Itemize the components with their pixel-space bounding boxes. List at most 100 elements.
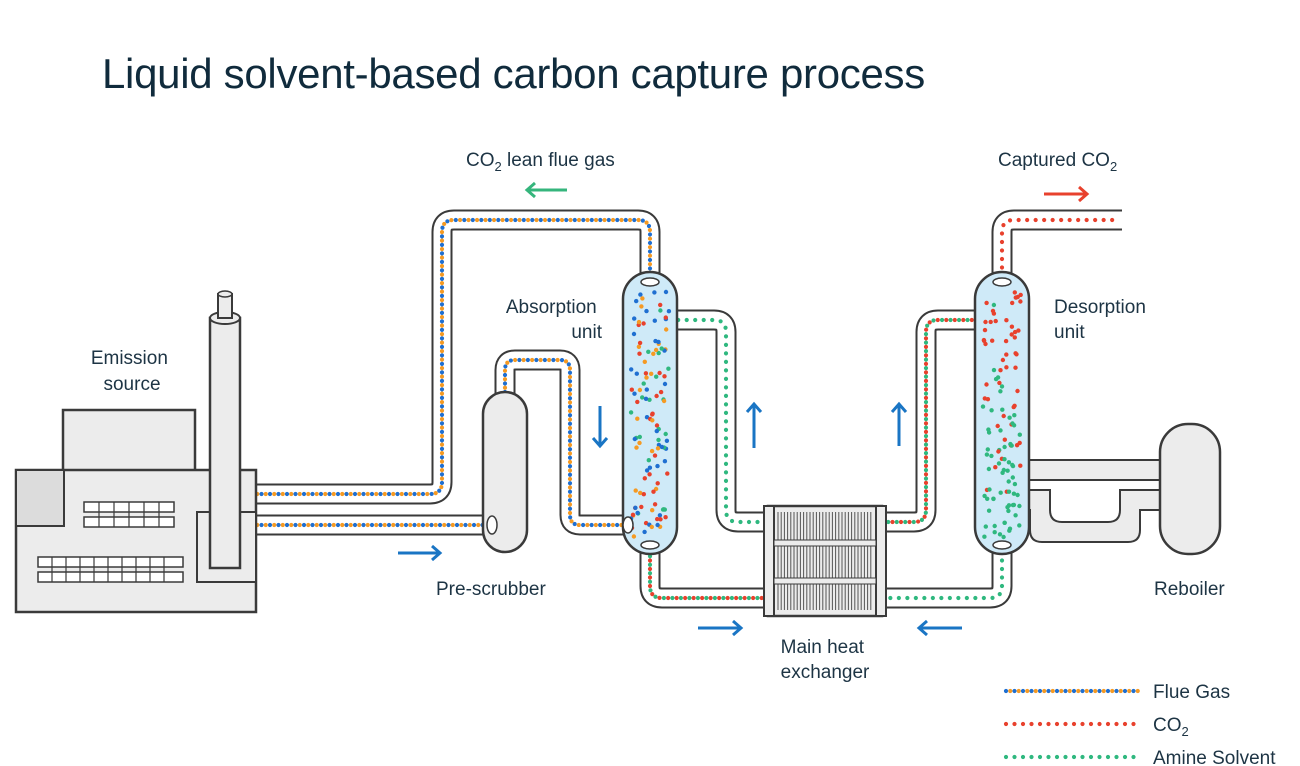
particle (987, 487, 992, 492)
particle (1006, 479, 1011, 484)
particle (997, 532, 1003, 537)
particle (644, 375, 649, 380)
particle (1011, 502, 1017, 508)
particle (638, 292, 643, 297)
label-main-heat-exchanger: Main heat exchanger (781, 637, 870, 683)
particle (651, 489, 656, 494)
particle (656, 339, 661, 345)
particle (1004, 365, 1009, 370)
legend-item-amine-solvent: Amine Solvent (1003, 748, 1276, 766)
particle (657, 370, 662, 376)
particle (1001, 534, 1006, 540)
label-desorption-unit: Desorption unit (1054, 297, 1151, 343)
particle (655, 463, 660, 469)
particle (660, 507, 666, 512)
particle (641, 321, 646, 326)
particle (985, 447, 990, 452)
particle (1002, 444, 1007, 450)
particle (998, 428, 1003, 433)
pipes (232, 209, 1171, 609)
particle (652, 502, 658, 507)
particle (646, 349, 651, 354)
particle (658, 302, 663, 308)
particle (641, 381, 646, 386)
particle (1012, 413, 1017, 418)
particle (996, 461, 1002, 466)
to-exchanger-right-arrow (698, 619, 744, 637)
particle (1002, 437, 1007, 442)
particle (983, 319, 988, 325)
particle (1006, 508, 1011, 514)
particle (656, 437, 661, 443)
particle (639, 504, 644, 510)
particle (646, 458, 651, 463)
particle (1001, 413, 1006, 419)
particle (1012, 481, 1018, 487)
particle (635, 510, 640, 516)
particle (662, 459, 668, 464)
particle (632, 436, 637, 442)
particle (991, 302, 997, 308)
particle (662, 374, 667, 379)
particle (986, 466, 992, 472)
particle (629, 367, 634, 372)
particle (635, 399, 640, 405)
particle (649, 371, 654, 376)
particle (652, 318, 657, 323)
particle (1012, 335, 1017, 340)
particle (993, 318, 998, 324)
particle (986, 508, 992, 513)
particle (983, 524, 988, 529)
particle (1000, 357, 1006, 363)
particle (653, 347, 659, 353)
particle (1004, 352, 1009, 357)
particle (655, 446, 661, 451)
particle (644, 308, 649, 314)
particle (1007, 528, 1012, 533)
flue-gas-to-prescrubber-arrow (398, 544, 443, 562)
particle (649, 448, 655, 454)
particle (998, 368, 1003, 373)
particle (982, 327, 988, 333)
particle (988, 319, 993, 325)
absorber-particles (628, 289, 672, 539)
particle (1000, 407, 1005, 412)
particle (1011, 491, 1017, 496)
particle (1014, 352, 1019, 357)
particle (640, 296, 645, 301)
particle (1013, 365, 1018, 370)
particle (644, 468, 650, 473)
particle (635, 416, 640, 421)
label-pre-scrubber: Pre-scrubber (436, 579, 546, 600)
pipe-lean-solvent-to-absorber (670, 309, 770, 533)
flow-arrows (398, 181, 1090, 637)
particle (658, 517, 663, 522)
particle (1006, 503, 1012, 508)
particle (665, 471, 670, 476)
label-reboiler: Reboiler (1154, 579, 1225, 600)
particle (997, 380, 1002, 386)
particle (650, 418, 655, 423)
legend: Flue Gas CO2 Amine Solvent (1003, 682, 1276, 766)
particle (1002, 457, 1007, 462)
particle (642, 476, 647, 481)
particle (637, 340, 643, 346)
particle (658, 389, 664, 395)
particle (638, 490, 643, 496)
particle (1003, 338, 1009, 344)
particle (628, 410, 634, 415)
pipe-rich-solvent-to-exchanger (639, 548, 770, 609)
particle (663, 315, 668, 320)
particle (984, 382, 989, 387)
particle (643, 396, 649, 401)
fin-divider (773, 539, 877, 547)
particle (990, 338, 995, 343)
particle (652, 453, 658, 458)
particle (663, 431, 668, 437)
absorber-down-arrow (591, 406, 609, 449)
particle (663, 289, 669, 295)
svg-text:Amine Solvent: Amine Solvent (1153, 748, 1276, 766)
label-co2-lean-flue-gas: CO2 lean flue gas (466, 150, 615, 174)
lean-solvent-up-arrow (745, 401, 763, 448)
particle (1008, 441, 1013, 447)
